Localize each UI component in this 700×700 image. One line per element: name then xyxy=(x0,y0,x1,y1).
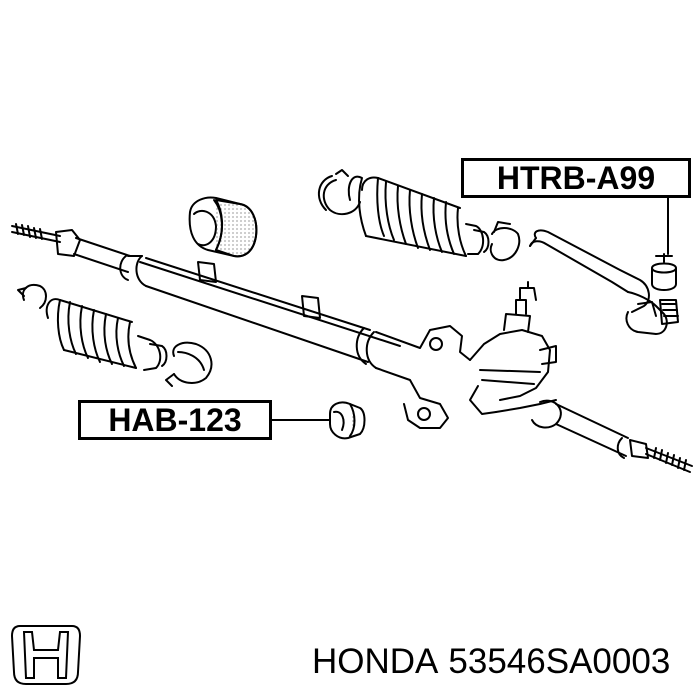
right-bellows-boot xyxy=(347,175,490,257)
part-number: 53546SA0003 xyxy=(448,642,671,681)
boot-clamp-rings-left xyxy=(17,284,213,387)
left-inner-rod xyxy=(11,223,81,257)
honda-logo-icon xyxy=(10,625,82,685)
leader-lines xyxy=(271,197,669,421)
callout-rack-bushing: HAB-123 xyxy=(78,400,272,440)
rack-tube xyxy=(73,237,401,369)
gearbox-housing xyxy=(375,281,557,429)
callout-tie-rod-bushing: HTRB-A99 xyxy=(461,158,691,198)
right-rack-section xyxy=(531,399,693,473)
left-bellows-boot xyxy=(45,298,168,371)
mounting-bushing xyxy=(188,196,258,258)
brand-name: HONDA xyxy=(312,642,439,681)
small-rack-bushing xyxy=(329,401,366,440)
boot-clamp-rings-right xyxy=(317,169,521,262)
tie-rod-end xyxy=(529,229,668,335)
ball-joint-stud xyxy=(651,253,679,325)
